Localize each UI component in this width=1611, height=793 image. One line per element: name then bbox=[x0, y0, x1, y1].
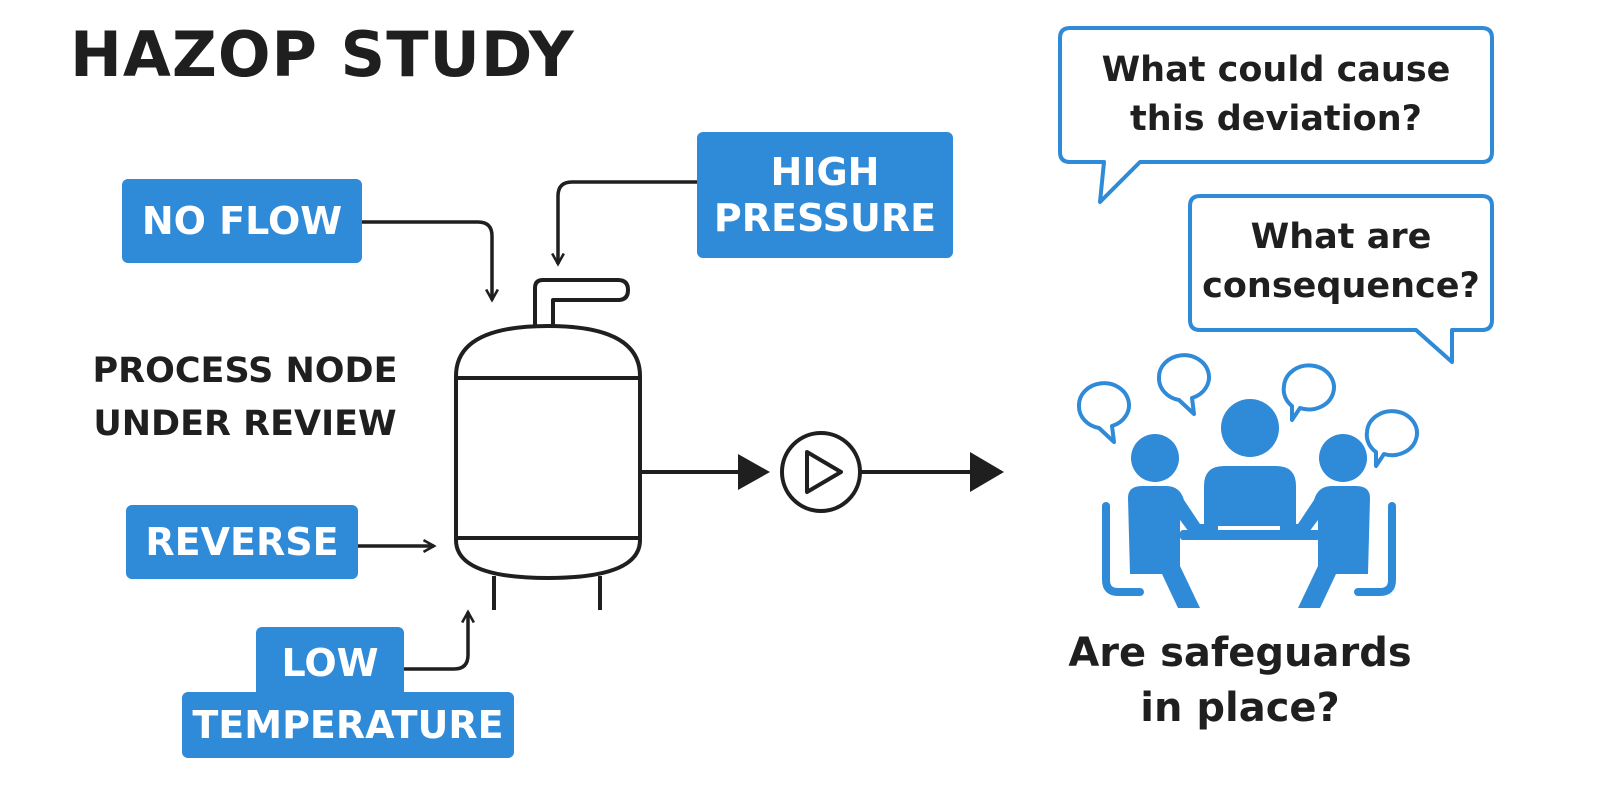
pump-icon bbox=[780, 431, 862, 513]
consequence-question: What are consequence? bbox=[1194, 213, 1488, 311]
consequence-question-line1: What are bbox=[1250, 217, 1432, 257]
low-tag: LOW bbox=[256, 627, 404, 699]
high-pressure-label-line2: PRESSURE bbox=[713, 196, 937, 240]
reverse-label: REVERSE bbox=[145, 519, 339, 564]
high-pressure-label-line1: HIGH bbox=[770, 149, 880, 194]
no-flow-label: NO FLOW bbox=[141, 198, 343, 243]
temperature-label: TEMPERATURE bbox=[192, 702, 504, 747]
high-pressure-tag: HIGH PRESSURE bbox=[697, 132, 953, 258]
high-pressure-arrow-icon bbox=[558, 180, 697, 264]
reverse-tag: REVERSE bbox=[126, 505, 358, 579]
process-node-label-line1: PROCESS NODE bbox=[92, 351, 398, 391]
safeguards-question: Are safeguards in place? bbox=[1040, 626, 1440, 736]
cause-question-line1: What could cause bbox=[1101, 50, 1451, 90]
consequence-question-line2: consequence? bbox=[1202, 266, 1480, 306]
cause-speech-bubble-icon bbox=[1058, 26, 1494, 204]
consequence-speech-bubble-icon bbox=[1188, 194, 1494, 364]
low-label: LOW bbox=[281, 640, 379, 685]
cause-question: What could cause this deviation? bbox=[1064, 46, 1488, 144]
page-title: HAZOP STUDY bbox=[70, 18, 575, 91]
outlet-arrowhead-icon bbox=[738, 454, 770, 490]
no-flow-tag: NO FLOW bbox=[122, 179, 362, 263]
process-node-label-line2: UNDER REVIEW bbox=[93, 403, 397, 444]
temperature-tag: TEMPERATURE bbox=[182, 692, 514, 758]
safeguards-question-line1: Are safeguards bbox=[1068, 630, 1412, 676]
no-flow-arrow-icon bbox=[362, 220, 492, 300]
team-meeting-icon bbox=[1076, 353, 1419, 608]
safeguards-question-line2: in place? bbox=[1140, 685, 1340, 732]
low-temperature-arrow-icon bbox=[404, 612, 468, 671]
cause-question-line2: this deviation? bbox=[1130, 99, 1422, 139]
process-node-label: PROCESS NODE UNDER REVIEW bbox=[60, 345, 430, 450]
discharge-arrowhead-icon bbox=[970, 452, 1004, 492]
pressure-vessel-icon bbox=[454, 278, 642, 610]
